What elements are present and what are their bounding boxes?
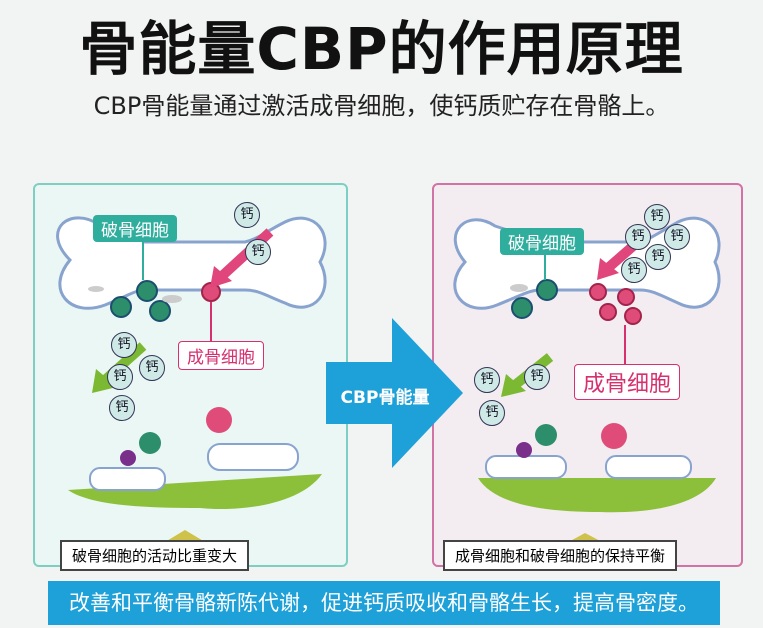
left-purple-cell	[120, 450, 136, 466]
resorption-pit	[510, 284, 528, 292]
calcium-coin: 钙	[479, 400, 505, 426]
calcium-coin: 钙	[245, 239, 271, 265]
right-large-bone	[605, 455, 692, 479]
left-osteoblast-label: 成骨细胞	[178, 341, 264, 370]
calcium-coin: 钙	[524, 364, 550, 390]
calcium-coin: 钙	[111, 332, 137, 358]
calcium-coin: 钙	[621, 257, 647, 283]
right-caption: 成骨细胞和破骨细胞的保持平衡	[443, 540, 678, 571]
footer-banner: 改善和平衡骨骼新陈代谢，促进钙质吸收和骨骼生长，提高骨密度。	[48, 581, 720, 625]
right-purple-cell	[516, 442, 532, 458]
right-osteoclast-character	[535, 424, 557, 446]
right-small-bone	[485, 455, 567, 479]
right-osteoblast-label: 成骨细胞	[574, 364, 681, 400]
left-caption: 破骨细胞的活动比重变大	[60, 540, 250, 571]
page-subtitle: CBP骨能量通过激活成骨细胞，使钙质贮存在骨骼上。	[93, 92, 670, 120]
calcium-coin: 钙	[107, 364, 133, 390]
page-title: 骨能量CBP的作用原理	[79, 15, 684, 83]
osteoclast-cell	[149, 300, 171, 322]
calcium-coin: 钙	[139, 355, 165, 381]
osteoclast-cell	[110, 296, 132, 318]
left-small-bone	[89, 467, 166, 491]
resorption-pit	[88, 286, 104, 292]
osteoclast-cell	[136, 280, 158, 302]
right-seesaw-plate	[478, 478, 716, 513]
calcium-coin: 钙	[644, 204, 670, 230]
osteoclast-cell	[536, 279, 558, 301]
osteoblast-cell	[589, 283, 607, 301]
left-osteoclast-label: 破骨细胞	[93, 215, 177, 242]
calcium-coin: 钙	[645, 244, 671, 270]
left-large-bone	[207, 443, 299, 471]
osteoclast-cell	[511, 297, 533, 319]
resorption-pit	[162, 295, 182, 303]
left-osteoblast-character	[206, 407, 232, 433]
osteoblast-cell	[624, 307, 642, 325]
right-osteoclast-label: 破骨细胞	[500, 228, 584, 255]
right-osteoblast-character	[601, 423, 627, 449]
osteoblast-cell	[617, 288, 635, 306]
calcium-coin: 钙	[474, 367, 500, 393]
calcium-coin: 钙	[625, 224, 651, 250]
calcium-coin: 钙	[109, 395, 135, 421]
cbp-arrow-shape	[326, 318, 463, 468]
calcium-coin: 钙	[664, 224, 690, 250]
cbp-arrow-label: CBP骨能量	[340, 388, 430, 408]
calcium-coin: 钙	[234, 202, 260, 228]
left-seesaw-plate	[68, 474, 322, 510]
left-osteoclast-character	[139, 432, 161, 454]
osteoblast-cell	[599, 303, 617, 321]
